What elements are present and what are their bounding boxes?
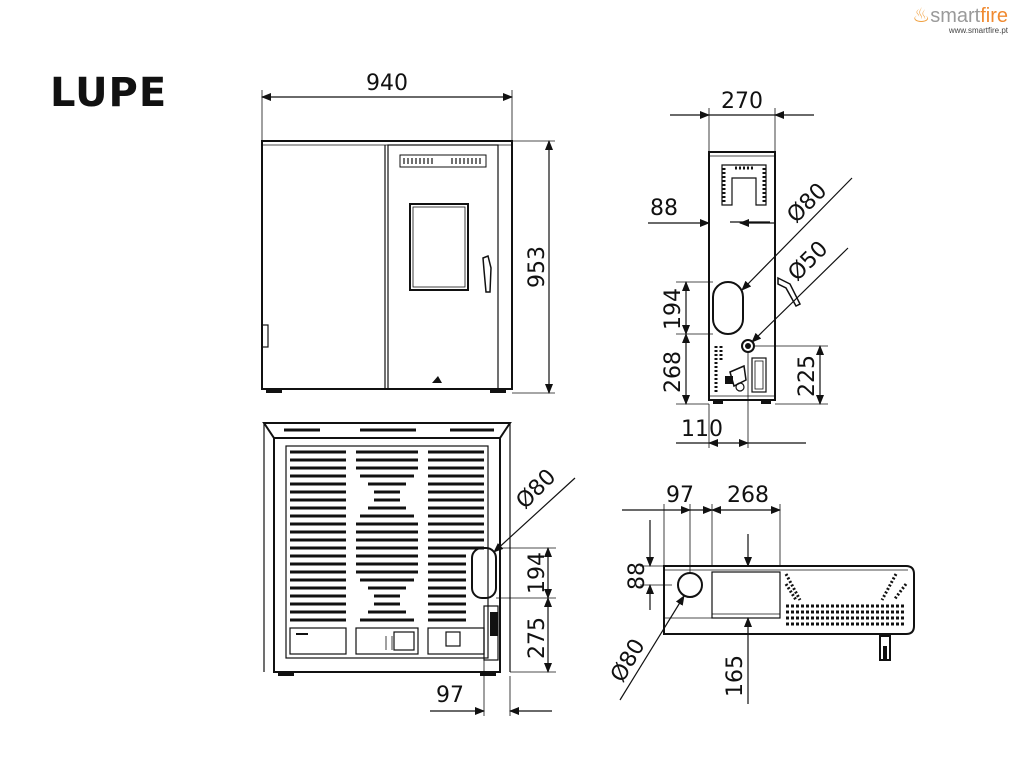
top-view: 97 268 88 Ø80 165	[606, 483, 915, 704]
dim-side-dia50: Ø50	[784, 237, 834, 287]
dim-side-88: 88	[650, 196, 678, 221]
dim-back-97: 97	[436, 683, 464, 708]
brand-suffix: fire	[980, 5, 1008, 27]
dim-side-225: 225	[795, 355, 820, 397]
glass-window	[409, 203, 469, 291]
dim-side-268: 268	[661, 351, 686, 393]
dim-width: 940	[366, 71, 408, 96]
front-door	[387, 144, 499, 390]
dim-top-97: 97	[666, 483, 694, 508]
back-control-panels	[289, 627, 485, 655]
dim-height: 953	[525, 246, 550, 288]
dim-side-110: 110	[681, 417, 723, 442]
back-vent-grille	[290, 450, 484, 622]
dim-top-88: 88	[625, 562, 650, 590]
top-body	[663, 565, 915, 635]
side-flue-outlet	[712, 281, 744, 335]
dim-top-165: 165	[723, 655, 748, 697]
dim-back-dia80: Ø80	[512, 465, 562, 515]
front-body	[261, 140, 513, 390]
dim-depth: 270	[721, 89, 763, 114]
door-handle	[482, 254, 492, 293]
back-body	[273, 437, 501, 673]
dim-side-194: 194	[661, 288, 686, 330]
dim-side-dia80: Ø80	[783, 179, 833, 229]
brand-logo: ♨smartfire www.smartfire.pt	[912, 6, 1008, 36]
back-view: Ø80 194 275 97	[262, 422, 576, 716]
dim-top-268: 268	[727, 483, 769, 508]
top-vents	[784, 573, 908, 626]
front-vent	[399, 154, 487, 168]
side-view: 270 88 Ø80 Ø50 194 268 225 110	[648, 89, 853, 448]
top-hopper-lid	[711, 571, 781, 619]
brand-prefix: smart	[930, 5, 981, 27]
back-flue-outlet	[471, 547, 497, 599]
model-title: LUPE	[50, 70, 168, 116]
flame-icon: ♨	[912, 5, 931, 27]
side-top-grille	[721, 164, 767, 206]
dim-back-275: 275	[525, 617, 550, 659]
dim-back-194: 194	[525, 552, 550, 594]
brand-name: ♨smartfire	[912, 6, 1008, 26]
top-flue-outlet	[677, 572, 703, 598]
side-bottom-parts	[714, 339, 767, 393]
front-view: 940 953	[261, 71, 555, 394]
side-hose	[777, 276, 802, 307]
side-body	[708, 151, 776, 401]
brand-url: www.smartfire.pt	[948, 26, 1008, 35]
ash-knob	[432, 376, 442, 383]
